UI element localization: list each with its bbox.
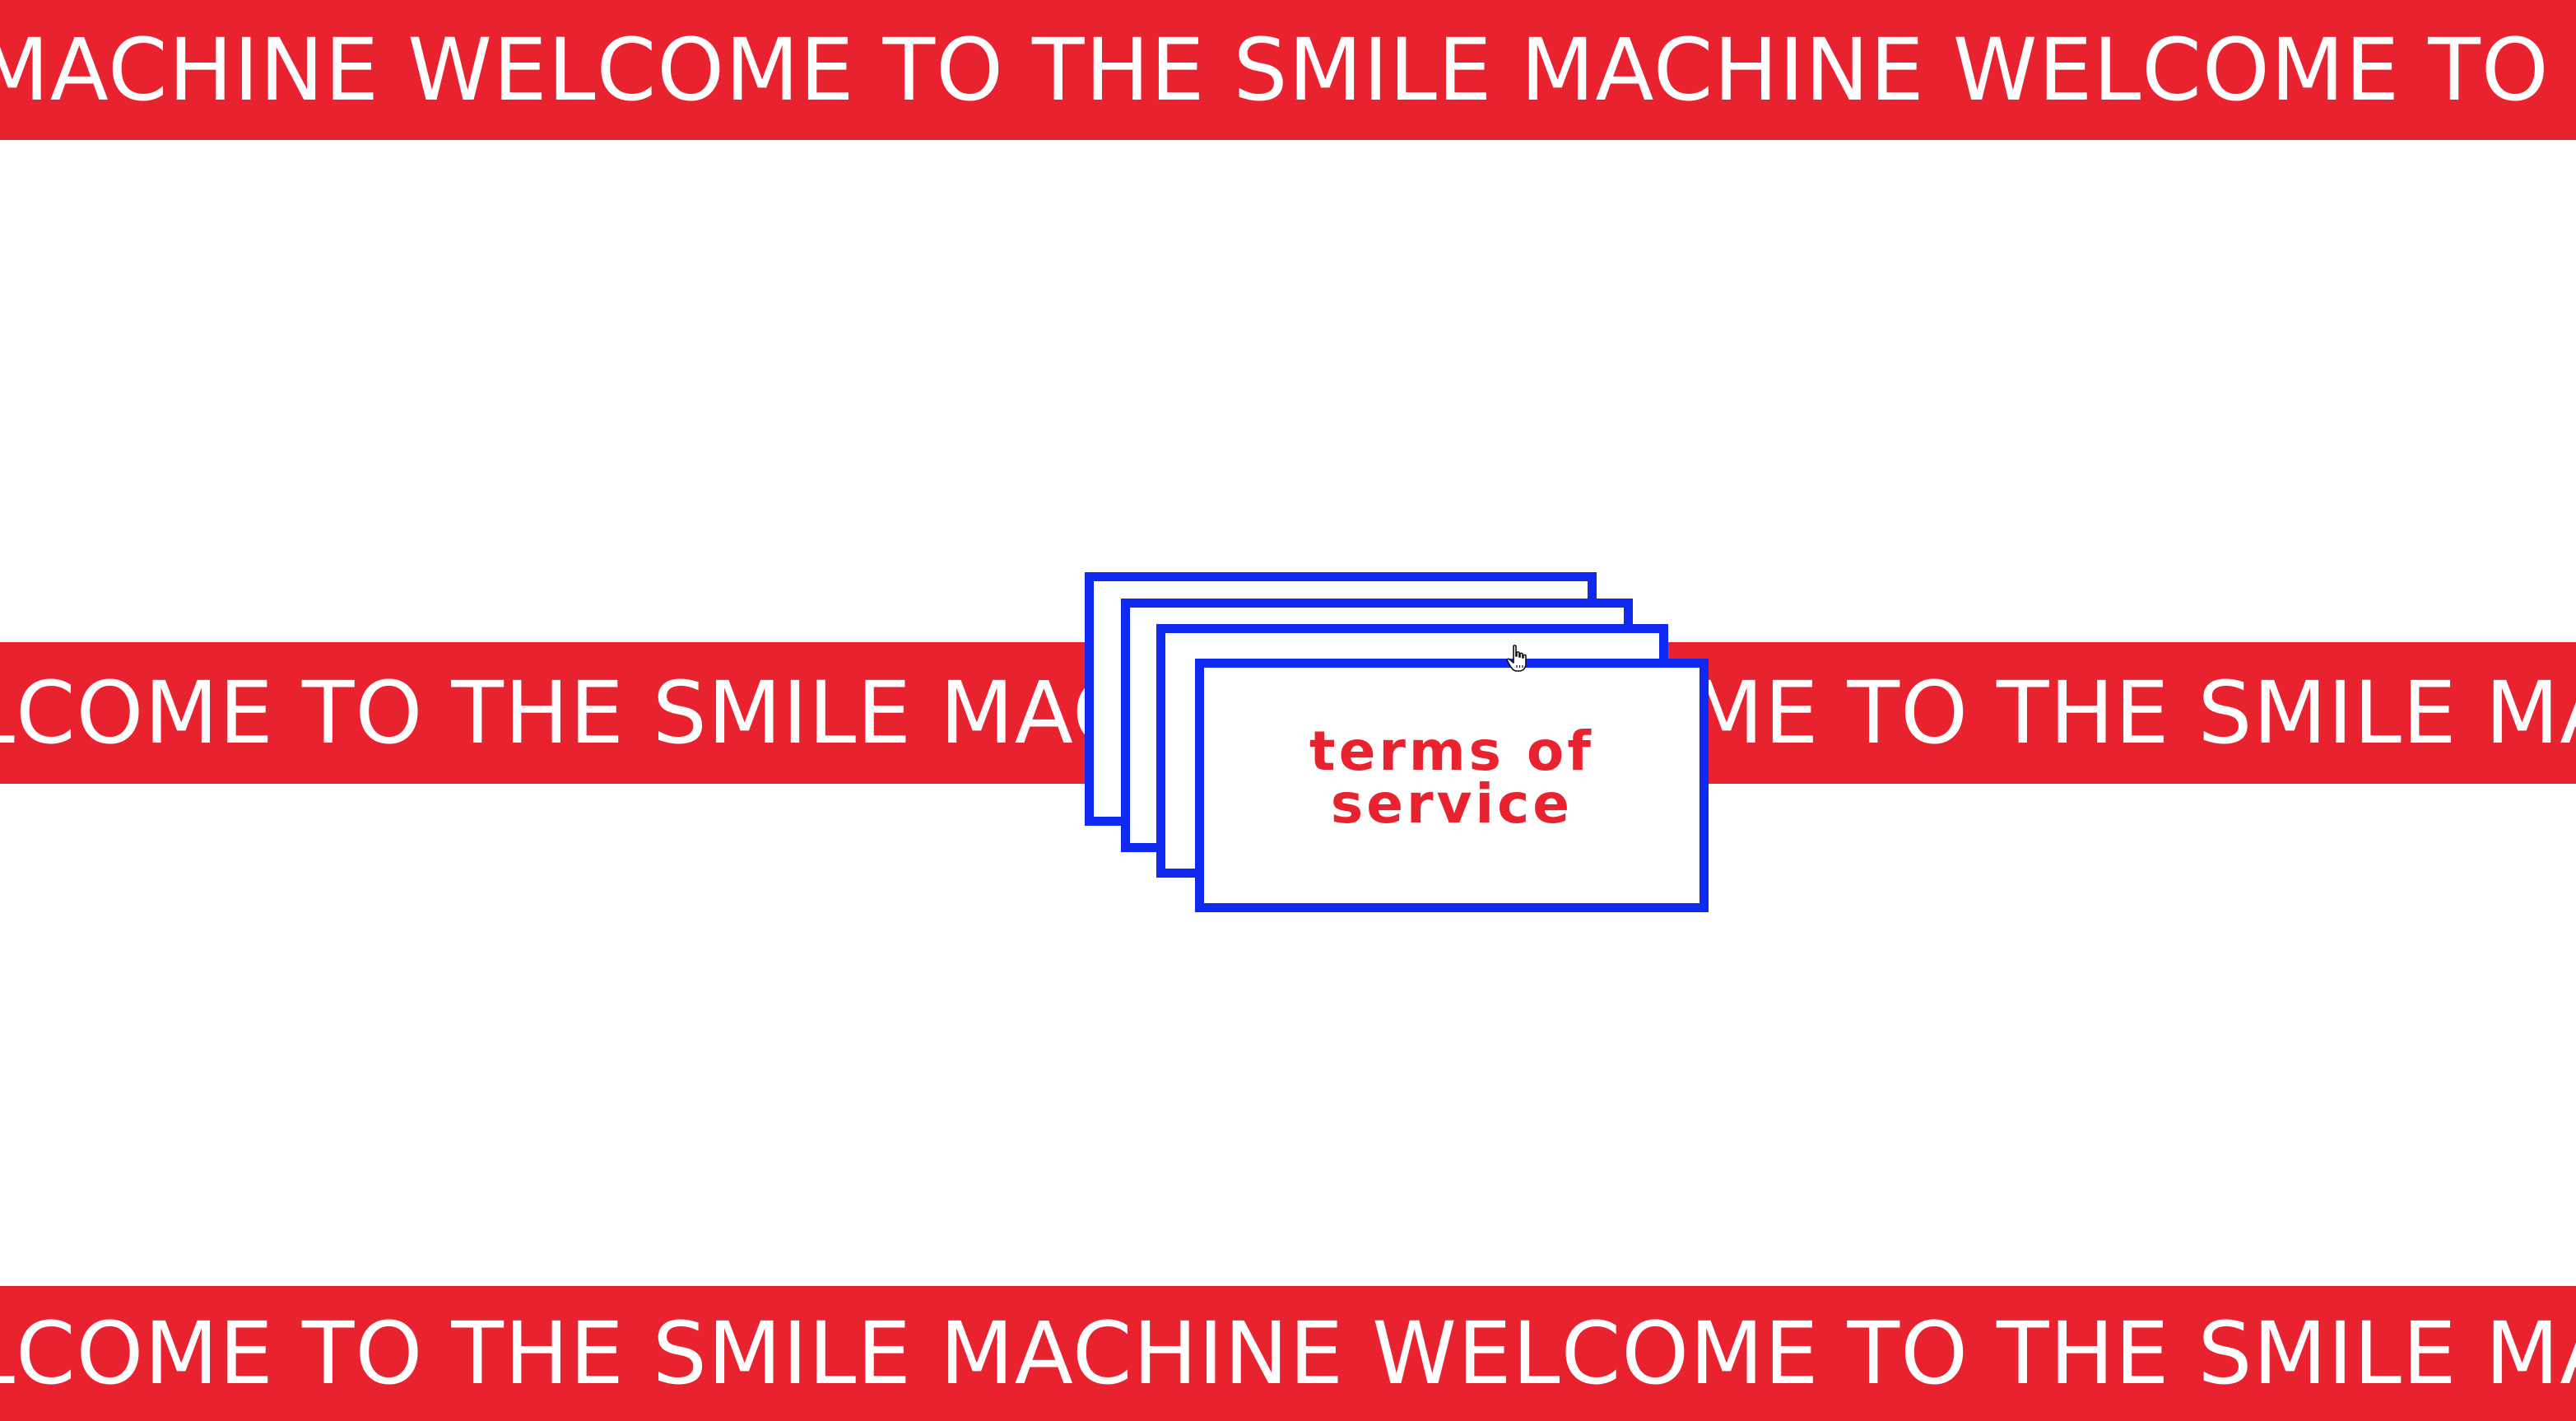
- terms-of-service-label: terms of service: [1309, 720, 1594, 836]
- terms-of-service-card[interactable]: terms of service: [1195, 659, 1709, 912]
- terms-of-service-button[interactable]: terms of service: [1204, 668, 1700, 903]
- marquee-text: MACHINE WELCOME TO THE SMILE MACHINE WEL…: [0, 20, 2576, 120]
- top-marquee-banner: MACHINE WELCOME TO THE SMILE MACHINE WEL…: [0, 0, 2576, 140]
- bottom-marquee-banner: LCOME TO THE SMILE MACHINE WELCOME TO TH…: [0, 1286, 2576, 1421]
- marquee-text: LCOME TO THE SMILE MACHINE WELCOME TO TH…: [0, 1303, 2576, 1404]
- hand-pointer-icon: [1506, 645, 1527, 672]
